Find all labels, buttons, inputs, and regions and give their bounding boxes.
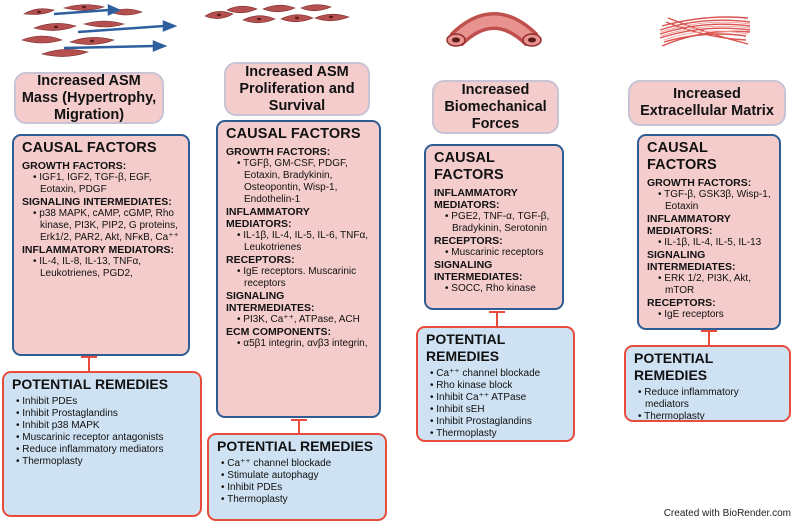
section-item: IgE receptors. Muscarinic receptors [226, 266, 373, 290]
title-increased-biomechanical-forces: Increased Biomechanical Forces [432, 80, 559, 134]
section-item: TGFβ, GM-CSF, PDGF, Eotaxin, Bradykinin,… [226, 158, 373, 206]
remedy-item: Thermoplasty [12, 456, 194, 468]
causal-factors-heading: CAUSAL FACTORS [226, 126, 361, 142]
section-item: Muscarinic receptors [434, 247, 556, 259]
migrating-smooth-muscle-cells-illustration [21, 4, 178, 57]
section-item: PI3K, Ca⁺⁺, ATPase, ACH [226, 314, 373, 326]
curved-airway-illustration [446, 12, 542, 47]
section-item: PGE2, TNF-α, TGF-β, Bradykinin, Serotoni… [434, 211, 556, 235]
section-item: SOCC, Rho kinase [434, 283, 556, 295]
potential-remedies-heading: POTENTIAL REMEDIES [12, 376, 169, 392]
section-heading: SIGNALING INTERMEDIATES: [434, 259, 523, 283]
potential-remedies-heading: POTENTIAL REMEDIES [426, 331, 506, 364]
potential-remedies-box-asm-proliferation: POTENTIAL REMEDIES Ca⁺⁺ channel blockade… [207, 433, 387, 521]
section-heading: SIGNALING INTERMEDIATES: [22, 196, 172, 208]
section-item: ERK 1/2, PI3K, Akt, mTOR [647, 273, 773, 297]
remedy-item: Inhibit Ca⁺⁺ ATPase [426, 392, 567, 404]
remedy-item: Inhibit Prostaglandins [12, 408, 194, 420]
remedy-item: Thermoplasty [426, 428, 567, 440]
remedy-item: Ca⁺⁺ channel blockade [217, 458, 379, 470]
section-heading: GROWTH FACTORS: [226, 146, 331, 158]
causal-factors-box-biomechanical: CAUSAL FACTORS INFLAMMATORY MEDIATORS: P… [424, 144, 564, 310]
causal-factors-box-extracellular-matrix: CAUSAL FACTORS GROWTH FACTORS: TGF-β, GS… [637, 134, 781, 330]
remedy-item: Rho kinase block [426, 380, 567, 392]
potential-remedies-heading: POTENTIAL REMEDIES [217, 438, 374, 454]
remedy-item: Inhibit PDEs [12, 396, 194, 408]
potential-remedies-heading: POTENTIAL REMEDIES [634, 350, 714, 383]
title-increased-extracellular-matrix: Increased Extracellular Matrix [628, 80, 786, 126]
causal-factors-heading: CAUSAL FACTORS [434, 150, 504, 183]
section-item: IL-1β, IL-4, IL-5, IL-6, TNFα, Leukotrie… [226, 230, 373, 254]
causal-factors-box-asm-mass: CAUSAL FACTORS GROWTH FACTORS: IGF1, IGF… [12, 134, 190, 356]
biorender-credit: Created with BioRender.com [663, 508, 791, 519]
remedy-item: Inhibit Prostaglandins [426, 416, 567, 428]
remedy-item: Reduce inflammatory mediators [634, 387, 783, 411]
remedy-item: Thermoplasty [217, 494, 379, 506]
section-item: TGF-β, GSK3β, Wisp-1, Eotaxin [647, 189, 773, 213]
collagen-fibers-illustration [659, 16, 751, 47]
section-item: p38 MAPK, cAMP, cGMP, Rho kinase, PI3K, … [22, 208, 182, 244]
section-heading: RECEPTORS: [434, 235, 503, 247]
title-increased-asm-proliferation: Increased ASM Proliferation and Survival [224, 62, 370, 116]
remedy-item: Inhibit p38 MAPK [12, 420, 194, 432]
section-heading: SIGNALING INTERMEDIATES: [647, 249, 736, 273]
remedy-item: Inhibit PDEs [217, 482, 379, 494]
causal-factors-box-asm-proliferation: CAUSAL FACTORS GROWTH FACTORS: TGFβ, GM-… [216, 120, 381, 418]
inhibition-connector-col1 [81, 356, 97, 371]
section-heading: RECEPTORS: [647, 297, 716, 309]
section-heading: INFLAMMATORY MEDIATORS: [226, 206, 310, 230]
section-item: IL-1β, IL-4, IL-5, IL-13 [647, 237, 773, 249]
potential-remedies-box-asm-mass: POTENTIAL REMEDIES Inhibit PDEs Inhibit … [2, 371, 202, 517]
section-item: IGF1, IGF2, TGF-β, EGF, Eotaxin, PDGF [22, 172, 182, 196]
section-heading: INFLAMMATORY MEDIATORS: [434, 187, 518, 211]
remedy-item: Muscarinic receptor antagonists [12, 432, 194, 444]
remedy-item: Thermoplasty [634, 411, 783, 420]
section-heading: SIGNALING INTERMEDIATES: [226, 290, 315, 314]
section-heading: INFLAMMATORY MEDIATORS: [647, 213, 731, 237]
section-heading: GROWTH FACTORS: [647, 177, 752, 189]
remedy-item: Inhibit sEH [426, 404, 567, 416]
inhibition-connector-col2 [291, 419, 307, 434]
causal-factors-heading: CAUSAL FACTORS [22, 140, 157, 156]
title-increased-asm-mass: Increased ASM Mass (Hypertrophy, Migrati… [14, 72, 164, 124]
remedy-item: Stimulate autophagy [217, 470, 379, 482]
inhibition-connector-col3 [489, 311, 505, 326]
potential-remedies-box-extracellular-matrix: POTENTIAL REMEDIES Reduce inflammatory m… [624, 345, 791, 422]
section-item: IgE receptors [647, 309, 773, 321]
inhibition-connector-col4 [701, 330, 717, 345]
causal-factors-heading: CAUSAL FACTORS [647, 140, 717, 173]
proliferating-smooth-muscle-cells-illustration [204, 4, 350, 24]
section-heading: RECEPTORS: [226, 254, 295, 266]
section-item: IL-4, IL-8, IL-13, TNFα, Leukotrienes, P… [22, 256, 182, 280]
remedy-item: Ca⁺⁺ channel blockade [426, 368, 567, 380]
section-heading: ECM COMPONENTS: [226, 326, 331, 338]
section-item: α5β1 integrin, αvβ3 integrin, [226, 338, 373, 350]
potential-remedies-box-biomechanical: POTENTIAL REMEDIES Ca⁺⁺ channel blockade… [416, 326, 575, 442]
section-heading: GROWTH FACTORS: [22, 160, 127, 172]
remedy-item: Reduce inflammatory mediators [12, 444, 194, 456]
section-heading: INFLAMMATORY MEDIATORS: [22, 244, 175, 256]
